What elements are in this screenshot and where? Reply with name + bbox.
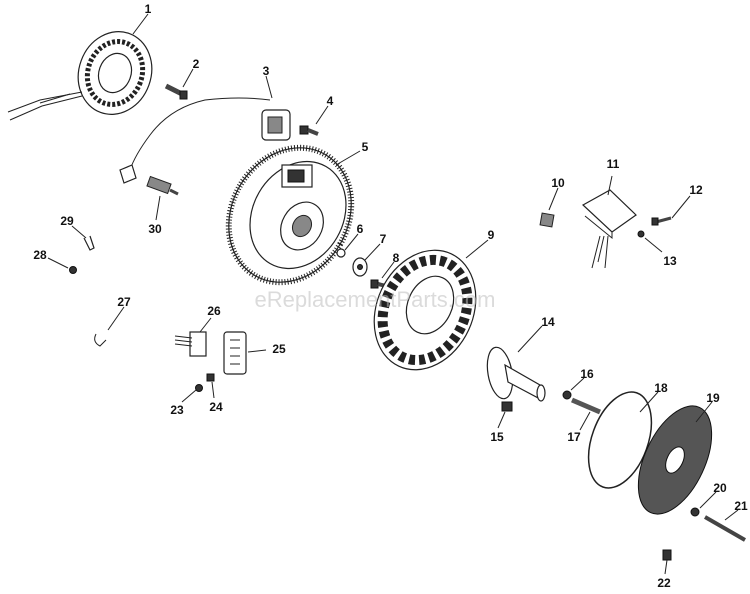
callout-13: 13	[663, 254, 677, 268]
part-5-flywheel	[225, 144, 355, 286]
callout-25: 25	[272, 342, 286, 356]
part-16-washer	[562, 390, 572, 400]
callout-17: 17	[567, 430, 581, 444]
callout-2: 2	[193, 57, 200, 71]
part-1-stator	[7, 31, 153, 121]
part-6-washer	[336, 248, 346, 258]
callout-7: 7	[380, 232, 387, 246]
callout-10: 10	[551, 176, 565, 190]
part-20-washer	[690, 507, 700, 517]
part-19-screen	[637, 405, 713, 515]
callout-21: 21	[734, 499, 748, 513]
callout-14: 14	[541, 315, 555, 329]
part-28-nut	[69, 266, 77, 274]
part-13-nut	[637, 230, 645, 238]
part-15-bolt	[501, 401, 513, 412]
callout-22: 22	[657, 576, 671, 590]
callout-26: 26	[207, 304, 221, 318]
callout-30: 30	[148, 222, 162, 236]
callout-12: 12	[689, 183, 703, 197]
part-2-bolt	[164, 83, 188, 100]
callout-9: 9	[488, 228, 495, 242]
part-26-connector	[174, 331, 207, 357]
part-10-clip	[539, 212, 555, 228]
part-3-ignition-module	[119, 97, 291, 184]
callout-16: 16	[580, 367, 594, 381]
callout-27: 27	[117, 295, 131, 309]
part-22-screw	[662, 549, 672, 561]
part-30-spark-plug	[146, 175, 179, 196]
part-25-terminal	[223, 331, 247, 375]
part-24-nut	[206, 373, 215, 382]
part-21-bolt	[704, 515, 746, 542]
part-12-screw	[651, 216, 672, 226]
callout-23: 23	[170, 403, 184, 417]
callout-11: 11	[607, 157, 620, 171]
callout-6: 6	[357, 222, 364, 236]
callout-5: 5	[362, 140, 369, 154]
callout-4: 4	[327, 94, 334, 108]
callout-15: 15	[490, 430, 504, 444]
part-27-clamp	[94, 333, 107, 347]
callout-19: 19	[706, 391, 720, 405]
callout-28: 28	[33, 248, 47, 262]
callout-3: 3	[263, 64, 270, 78]
callout-29: 29	[60, 214, 74, 228]
callout-8: 8	[393, 251, 400, 265]
callout-20: 20	[713, 481, 727, 495]
callout-24: 24	[209, 400, 223, 414]
part-11-rectifier	[581, 189, 637, 269]
part-9-fan	[373, 249, 477, 371]
callout-1: 1	[145, 2, 152, 16]
callout-18: 18	[654, 381, 668, 395]
part-4-screw	[299, 125, 319, 136]
part-29-clip	[83, 235, 95, 251]
leader-lines	[47, 13, 739, 575]
watermark: eReplacementParts.com	[255, 287, 496, 312]
part-17-pin	[571, 397, 601, 415]
part-14-hub	[486, 346, 546, 402]
part-23-nut	[195, 384, 203, 392]
part-7-washer	[352, 257, 368, 277]
